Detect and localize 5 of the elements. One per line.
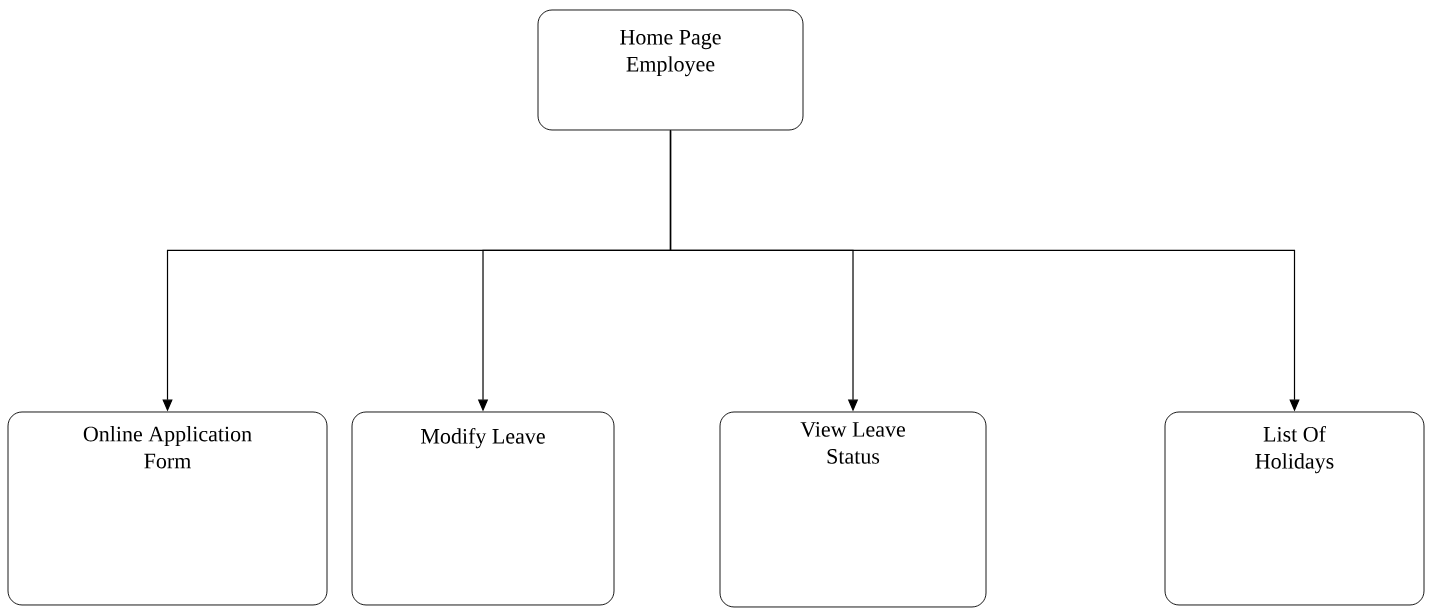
page-box: Modify Leave <box>351 411 615 606</box>
page-box: Online Application Form <box>7 411 328 606</box>
page-box: View Leave Status <box>719 411 987 608</box>
page-box: Home Page Employee <box>537 9 804 131</box>
page-box: List Of Holidays <box>1164 411 1425 606</box>
